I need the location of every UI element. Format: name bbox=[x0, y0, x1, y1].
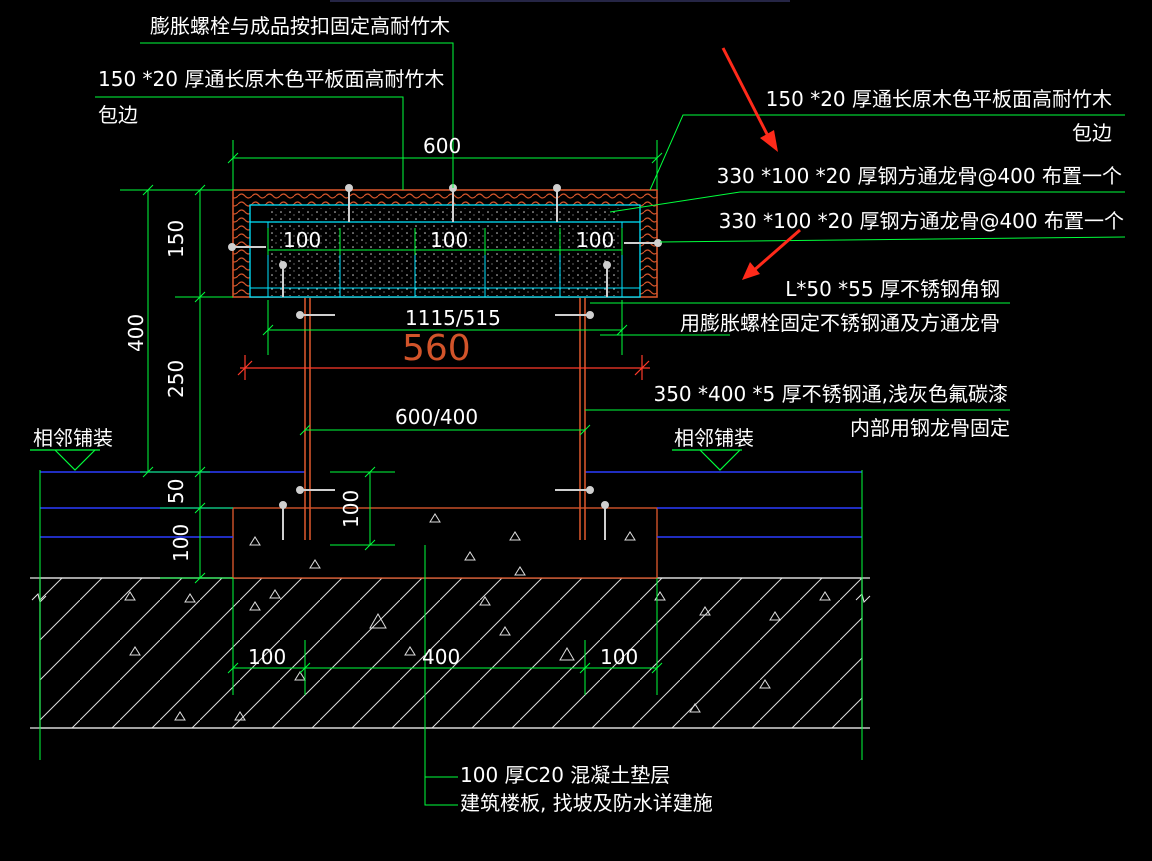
red-arrow-down bbox=[721, 47, 778, 152]
dim-vertical-150: 150 bbox=[164, 220, 188, 258]
dim-base-100: 100 bbox=[339, 490, 363, 528]
dim-top-600: 600 bbox=[423, 134, 461, 158]
dim-vertical-50: 50 bbox=[164, 479, 188, 504]
floor-slab bbox=[30, 577, 871, 729]
dim-bottom-400: 400 bbox=[422, 645, 460, 669]
label-tube-2: 内部用钢龙骨固定 bbox=[850, 416, 1010, 440]
label-tube-1: 350 *400 *5 厚不锈钢通,浅灰色氟碳漆 bbox=[653, 382, 1008, 406]
label-wood-edge-left-1: 150 *20 厚通长原木色平板面高耐竹木 bbox=[98, 67, 444, 91]
label-angle-steel: L*50 *55 厚不锈钢角钢 bbox=[785, 277, 1000, 301]
dim-mid-600-400: 600/400 bbox=[395, 405, 478, 429]
label-slab: 建筑楼板, 找坡及防水详建施 bbox=[460, 791, 713, 815]
dim-vertical-100: 100 bbox=[169, 524, 193, 562]
dim-vertical-250: 250 bbox=[164, 360, 188, 398]
dimension-560 bbox=[237, 355, 650, 380]
dim-bottom-100-right: 100 bbox=[600, 645, 638, 669]
adjacent-marker-right bbox=[672, 449, 742, 471]
label-wood-edge-left-2: 包边 bbox=[98, 103, 138, 127]
label-wood-edge-right-1: 150 *20 厚通长原木色平板面高耐竹木 bbox=[766, 87, 1112, 111]
steel-tube-posts bbox=[304, 298, 586, 540]
dim-vertical-400: 400 bbox=[124, 314, 148, 352]
adjacent-marker-left bbox=[30, 449, 100, 471]
dim-inner-100-c: 100 bbox=[576, 228, 614, 252]
label-concrete: 100 厚C20 混凝土垫层 bbox=[460, 763, 670, 787]
leader-lines bbox=[95, 42, 1126, 806]
label-adjacent-left: 相邻铺装 bbox=[33, 426, 113, 450]
red-arrow-up bbox=[742, 228, 801, 280]
label-wood-edge-right-2: 包边 bbox=[1072, 121, 1112, 145]
label-bolt-keel: 用膨胀螺栓固定不锈钢通及方通龙骨 bbox=[680, 311, 1000, 335]
dim-big-560: 560 bbox=[402, 328, 471, 369]
dim-inner-100-a: 100 bbox=[283, 228, 321, 252]
bench-top bbox=[228, 184, 662, 540]
label-keel-1: 330 *100 *20 厚钢方通龙骨@400 布置一个 bbox=[717, 164, 1122, 188]
concrete-base bbox=[232, 507, 658, 579]
dim-bottom-100-left: 100 bbox=[248, 645, 286, 669]
dim-inner-100-b: 100 bbox=[430, 228, 468, 252]
label-bolt-fix: 膨胀螺栓与成品按扣固定高耐竹木 bbox=[150, 14, 450, 38]
label-keel-2: 330 *100 *20 厚钢方通龙骨@400 布置一个 bbox=[719, 209, 1124, 233]
label-adjacent-right: 相邻铺装 bbox=[674, 426, 754, 450]
dimension-lines bbox=[39, 140, 863, 760]
dim-mid-1115: 1115/515 bbox=[405, 306, 501, 330]
